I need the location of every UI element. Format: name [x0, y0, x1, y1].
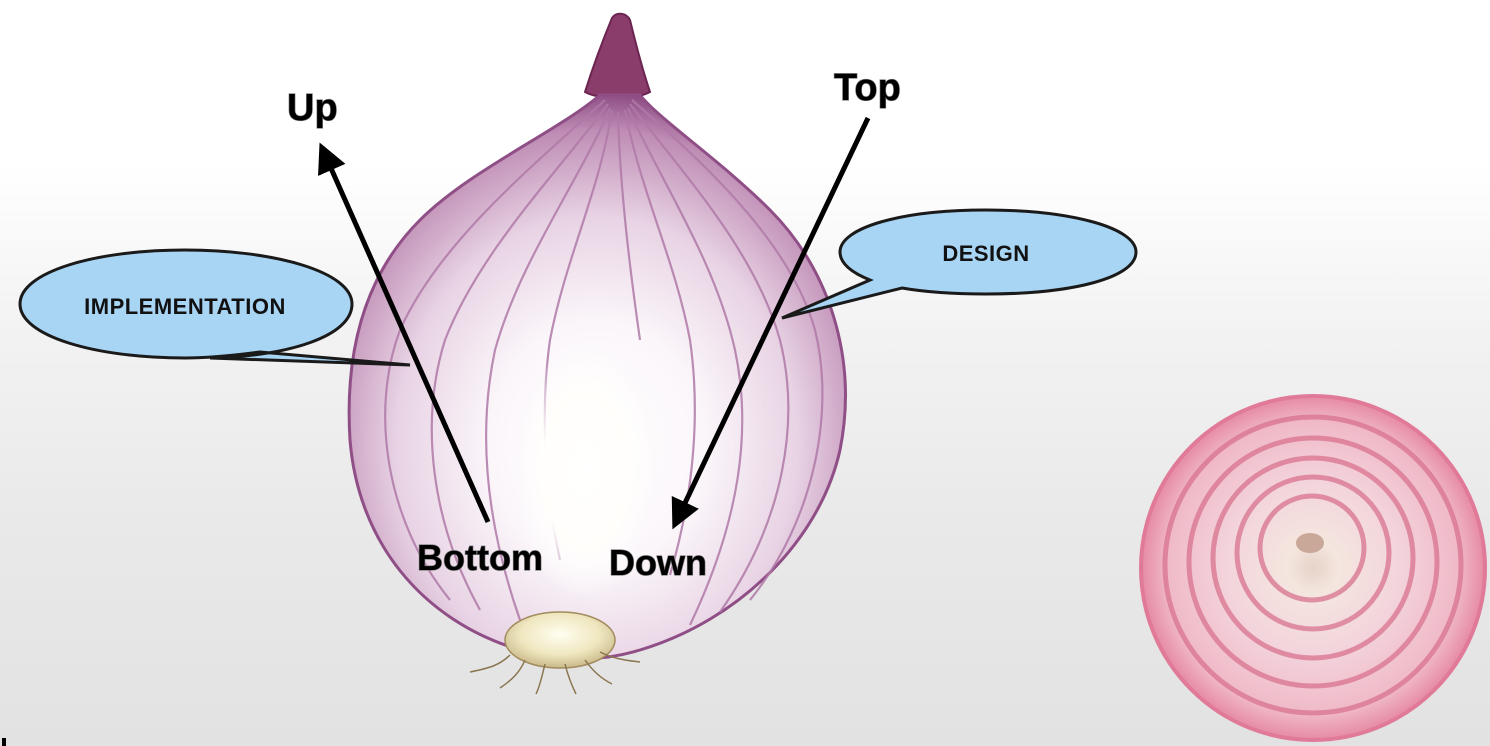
corner-mark [2, 738, 6, 746]
implementation-callout: IMPLEMENTATION [20, 250, 410, 365]
design-label: DESIGN [942, 241, 1029, 266]
design-callout: DESIGN [782, 210, 1136, 318]
top-label: Top [834, 67, 901, 109]
onion-slice-rings [1141, 396, 1485, 740]
implementation-label: IMPLEMENTATION [84, 294, 286, 319]
bottom-label: Bottom [417, 537, 543, 578]
up-label: Up [287, 87, 338, 129]
down-label: Down [609, 542, 707, 583]
onion-illustration [349, 14, 845, 694]
